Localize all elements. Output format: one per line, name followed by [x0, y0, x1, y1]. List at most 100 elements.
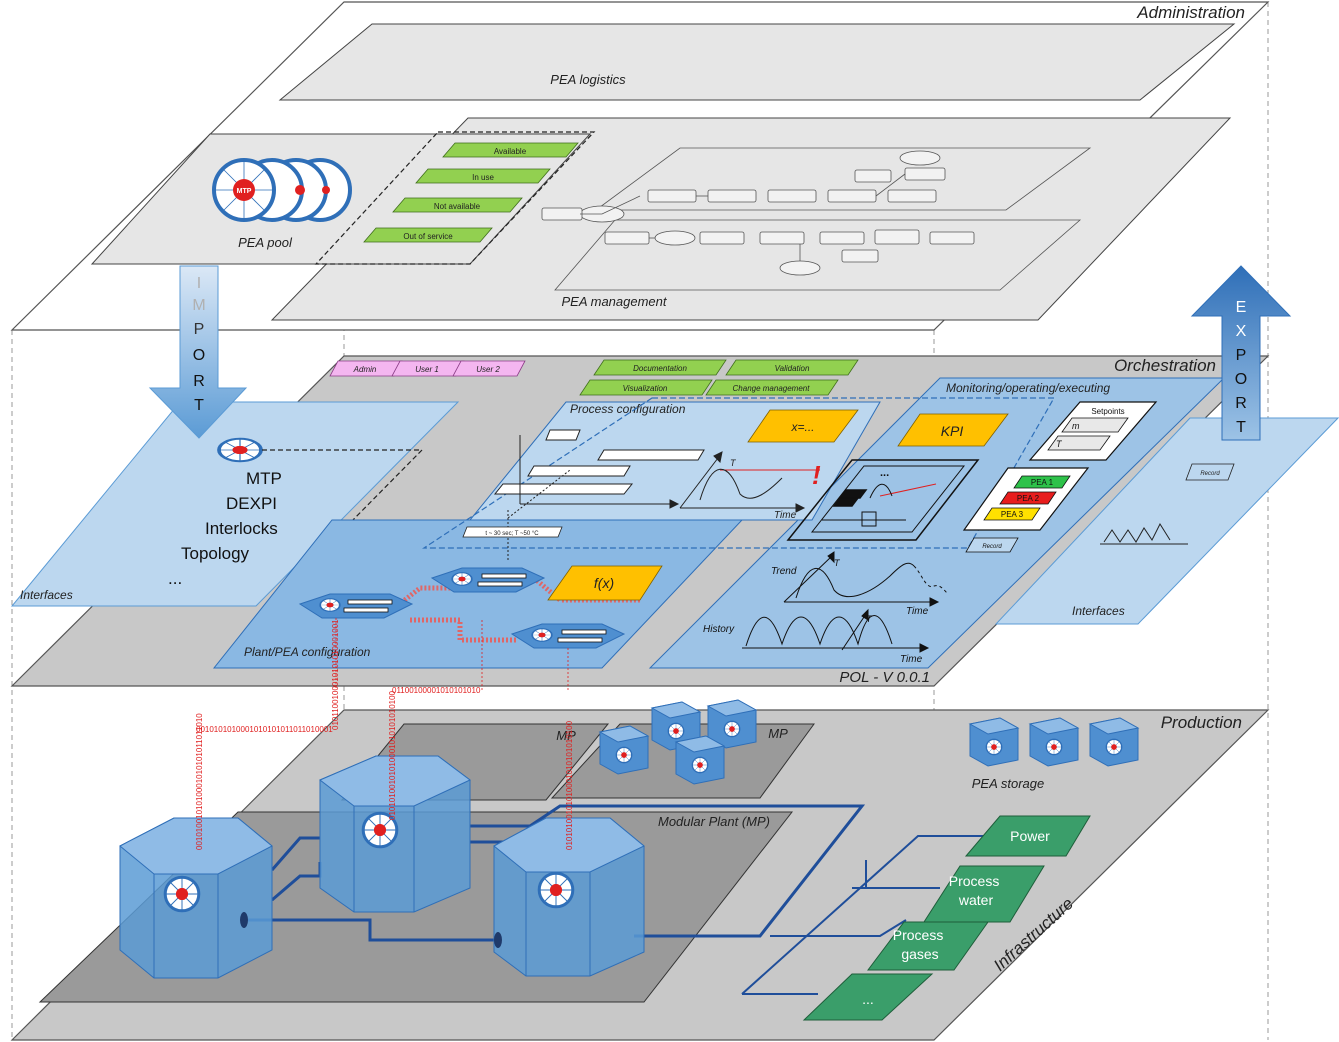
export-letter-e: E — [1236, 299, 1247, 316]
export-letter-t: T — [1236, 419, 1246, 436]
status-in-use: In use — [472, 173, 494, 182]
modular-plant-label: Modular Plant (MP) — [658, 814, 770, 829]
pea-storage-modules — [970, 718, 1138, 766]
infra-process-water-1: Process — [949, 873, 1000, 889]
large-module-2 — [319, 755, 471, 913]
infra-process-gases-2: gases — [901, 946, 938, 962]
history-t: T — [866, 614, 873, 624]
import-item-interlocks: Interlocks — [205, 519, 278, 538]
orchestration-layer: Orchestration POL - V 0.0.1 Admin User 1… — [10, 355, 1339, 687]
pea-logistics-label: PEA logistics — [550, 72, 626, 87]
process-configuration-label: Process configuration — [570, 402, 686, 416]
administration-layer: Administration PEA logistics PEA managem… — [10, 1, 1270, 331]
plant-config-module-3 — [510, 623, 626, 649]
administration-title: Administration — [1136, 3, 1245, 22]
import-items: MTP DEXPI Interlocks Topology ... — [168, 436, 282, 588]
orchestration-title: Orchestration — [1114, 356, 1216, 375]
history-time: Time — [900, 654, 923, 665]
tool-change-management: Change management — [733, 384, 811, 393]
import-item-more: ... — [168, 569, 182, 588]
history-label: History — [703, 624, 735, 635]
status-available: Available — [494, 147, 527, 156]
binary-stream-4: 01010100101010001010101010100 — [388, 690, 397, 820]
pea-status-2: PEA 2 — [1017, 494, 1040, 503]
pea-status-1: PEA 1 — [1031, 478, 1054, 487]
export-letter-o: O — [1235, 371, 1247, 388]
step-condition: t ~ 30 sec; T ~50 °C — [485, 531, 539, 537]
import-letter-t: T — [194, 397, 204, 414]
import-letter-m: M — [192, 297, 205, 314]
infra-process-gases-1: Process — [893, 927, 944, 943]
interfaces-left-label: Interfaces — [20, 588, 73, 602]
trend-time: Time — [906, 606, 929, 617]
infra-process-water: Process water — [949, 873, 1003, 908]
pea-storage-label: PEA storage — [972, 776, 1045, 791]
pea-logistics-panel — [278, 23, 1236, 101]
import-arrow: I M P O R T — [148, 265, 248, 439]
plant-config-pipes — [390, 576, 640, 643]
trend-t: T — [834, 558, 841, 568]
infra-process-gases: Process gases — [893, 927, 947, 962]
binary-stream-2: 01100100001010101010 — [392, 686, 481, 695]
infrastructure-lines — [741, 835, 986, 995]
export-arrow: E X P O R T — [1190, 265, 1292, 441]
pea-management-workflow — [541, 147, 1092, 291]
import-item-mtp: MTP — [246, 469, 282, 488]
binary-stream-6: 01010100101010001010101010100 — [565, 720, 574, 850]
hmi-screen — [786, 459, 980, 541]
tool-documentation: Documentation — [633, 364, 687, 373]
record-label-right: Record — [1200, 471, 1220, 477]
trend-chart — [783, 551, 949, 607]
binary-stream-3: 0101100100010101010001001 — [331, 619, 340, 730]
monitoring-label: Monitoring/operating/executing — [946, 381, 1110, 395]
export-letter-x: X — [1236, 323, 1247, 340]
trend-label: Trend — [771, 566, 797, 577]
setpoint-m: m — [1072, 421, 1080, 431]
production-layer: Production MP MP Modular Plant (MP) PEA … — [10, 700, 1270, 1041]
monitoring-dashed-box — [421, 397, 1056, 549]
import-item-topology: Topology — [181, 544, 250, 563]
binary-stream-1: 0010101010001010101011011010001 — [196, 725, 333, 734]
mp-label-right: MP — [768, 726, 788, 741]
hmi-dots: ... — [880, 467, 889, 479]
process-alert: ! — [812, 460, 821, 490]
user-2: User 2 — [476, 365, 500, 374]
setpoints-label: Setpoints — [1091, 407, 1124, 416]
plant-configuration-label: Plant/PEA configuration — [244, 645, 371, 659]
status-out-of-service: Out of service — [403, 232, 453, 241]
process-plot-time: Time — [774, 510, 797, 521]
export-letter-p: P — [1236, 347, 1247, 364]
tool-visualization: Visualization — [623, 384, 668, 393]
pea-pool-mtp-icons: MTP — [212, 158, 352, 222]
import-item-dexpi: DEXPI — [226, 494, 277, 513]
mp-label-left: MP — [556, 728, 576, 743]
formula-text: x=... — [790, 420, 814, 434]
binary-stream-5: 0010100101010001010101011011010 — [195, 713, 204, 850]
kpi-text: KPI — [941, 423, 964, 439]
large-module-1 — [119, 817, 273, 979]
export-letter-r: R — [1235, 395, 1247, 412]
import-letter-o: O — [193, 347, 205, 364]
import-letter-p: P — [194, 321, 205, 338]
infra-power: Power — [1010, 828, 1050, 844]
infrastructure-boxes: Power Process water Process gases ... — [802, 815, 1091, 1021]
interfaces-left-panel — [10, 401, 460, 607]
status-list: Available In use Not available Out of se… — [363, 142, 579, 243]
large-module-3 — [493, 817, 645, 977]
infra-more: ... — [862, 991, 874, 1007]
status-not-available: Not available — [434, 202, 481, 211]
interfaces-right-panel — [994, 417, 1339, 625]
status-box — [314, 131, 596, 265]
interfaces-right-label: Interfaces — [1072, 604, 1125, 618]
mtp-badge: MTP — [237, 188, 252, 195]
formula-box — [747, 409, 859, 443]
fx-text: f(x) — [594, 575, 614, 591]
user-1: User 1 — [415, 365, 439, 374]
process-temperature-plot — [679, 451, 820, 513]
history-chart — [742, 608, 930, 653]
pea-management-label: PEA management — [561, 294, 667, 309]
import-letter-r: R — [193, 373, 205, 390]
infra-process-water-2: water — [958, 892, 994, 908]
plant-config-module-1 — [298, 593, 414, 619]
import-letter-i: I — [197, 275, 201, 292]
